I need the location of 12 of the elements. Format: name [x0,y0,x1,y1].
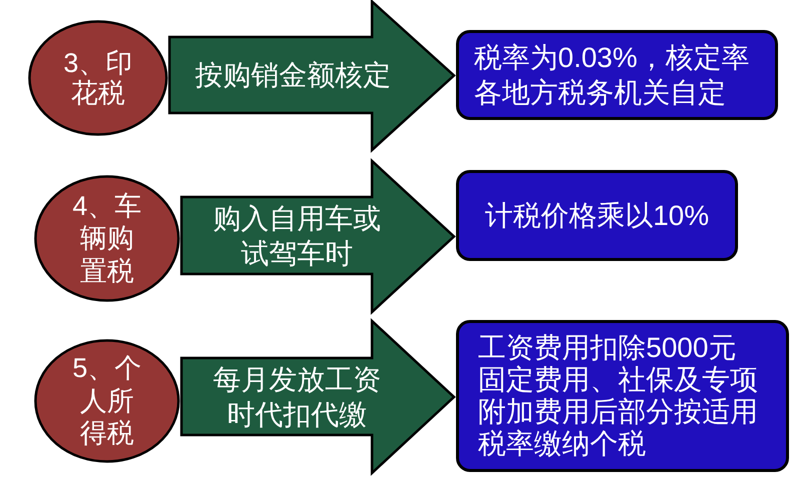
info-box: 工资费用扣除5000元固定费用、社保及专项附加费用后部分按适用税率缴纳个税 [456,320,789,472]
edge-label: 每月发放工资时代扣代缴 [212,362,382,432]
block-arrow [168,0,456,153]
edge-label: 按购销金额核定 [194,58,392,92]
numbered-circle: 5、个人所得税 [34,339,180,463]
info-box: 计税价格乘以10% [456,170,738,261]
block-arrow [180,158,456,315]
numbered-circle: 3、印花税 [28,20,168,136]
numbered-circle: 4、车辆购置税 [34,175,180,302]
edge-label: 购入自用车或试驾车时 [212,202,382,270]
info-box: 税率为0.03%，核定率各地方税务机关自定 [456,30,778,120]
block-arrow [180,318,456,476]
